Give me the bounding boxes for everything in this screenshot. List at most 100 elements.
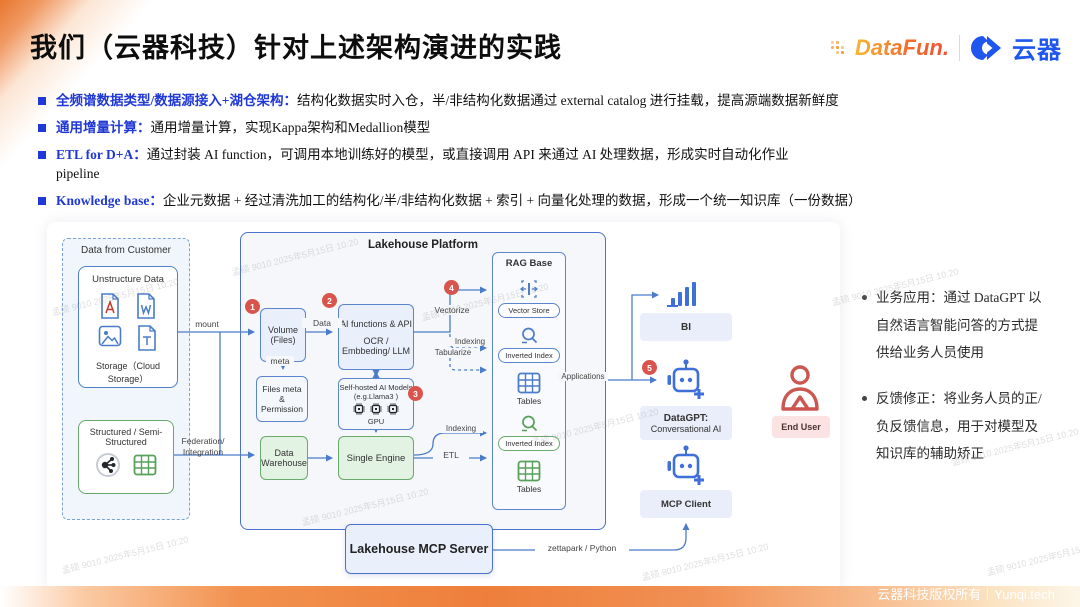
architecture-diagram: Data from Customer Lakehouse Platform	[47, 222, 840, 590]
storage-caption: Storage（Cloud Storage）	[95, 361, 161, 384]
self-hosted-line2: (e.g.Llama3 )	[353, 391, 399, 401]
yunqi-mark-icon	[971, 35, 1001, 60]
bi-chart-icon	[667, 282, 696, 307]
rag-base-title: RAG Base	[505, 258, 553, 269]
bullet-square-icon	[38, 150, 46, 159]
ai-functions-line3: Embbeding/ LLM	[341, 345, 411, 356]
zettapark-label: zettapark / Python	[535, 543, 629, 553]
unstructured-data-title: Unstructure Data	[92, 274, 164, 285]
single-engine-box: Single Engine	[338, 436, 414, 480]
bullet-square-icon	[38, 97, 46, 105]
lakehouse-platform-title: Lakehouse Platform	[368, 239, 478, 251]
datafun-dots-icon	[830, 41, 844, 54]
files-meta-box: Files meta & Permission	[256, 376, 308, 422]
notes-sidebar: 业务应用：通过 DataGPT 以自然语言智能问答的方式提供给业务人员使用 反馈…	[862, 284, 1042, 486]
end-user-icon	[781, 365, 819, 411]
ai-functions-box: AI functions & API OCR / Embbeding/ LLM	[338, 304, 414, 370]
vectorize-label: Vectorize	[429, 305, 475, 315]
unstructured-data-box: Unstructure Data Storage（Cloud Storage）	[78, 266, 178, 388]
share-network-icon	[96, 453, 120, 477]
bullet-item: 通用增量计算：通用增量计算，实现Kappa架构和Medallion模型	[38, 119, 1054, 138]
customer-group-title: Data from Customer	[80, 245, 172, 256]
page-title: 我们（云器科技）针对上述架构演进的实践	[30, 33, 562, 63]
inverted-index-pill: Inverted Index	[498, 436, 560, 451]
green-table-icon	[133, 454, 157, 476]
datafun-logo: DataFun.	[854, 34, 949, 60]
bullet-square-icon	[38, 196, 46, 205]
note-text: 业务应用：通过 DataGPT 以自然语言智能问答的方式提供给业务人员使用	[876, 290, 1042, 361]
federation-label: Federation/ Integration	[181, 436, 225, 457]
pdf-file-icon	[101, 293, 119, 319]
meta-label: meta	[266, 356, 294, 366]
data-label: Data	[302, 318, 342, 328]
datagpt-subtitle: Conversational AI	[650, 423, 722, 434]
inverted-index-icon	[522, 415, 538, 432]
copyright-footer: 云器科技版权所有｜Yunqi.tech	[877, 587, 1055, 602]
note-bullet-icon	[862, 396, 867, 402]
etl-label: ETL	[433, 450, 469, 460]
yunqi-logo: 云器	[1012, 37, 1062, 64]
logo-divider	[959, 34, 960, 61]
word-file-icon	[137, 293, 155, 319]
logo-group: DataFun. 云器	[830, 30, 1062, 65]
bottom-gradient-band	[0, 586, 1080, 607]
tables-icon	[517, 372, 541, 394]
bullet-item: ETL for D+A：通过封装 AI function，可调用本地训练好的模型…	[38, 146, 1054, 184]
data-warehouse-box: Data Warehouse	[260, 436, 308, 480]
tables-label: Tables	[516, 484, 542, 494]
indexing-label: Indexing	[449, 337, 491, 346]
vector-store-pill: Vector Store	[498, 303, 560, 318]
note-text: 反馈修正：将业务人员的正/负反馈信息，用于对模型及知识库的辅助矫正	[876, 391, 1042, 462]
inverted-index-pill: Inverted Index	[498, 348, 560, 363]
step-badge-5: 5	[642, 360, 657, 375]
lakehouse-mcp-server-box: Lakehouse MCP Server	[345, 524, 493, 574]
bullet-lead: ETL for D+A：	[56, 146, 147, 162]
tabularize-label: Tabularize	[429, 348, 477, 357]
note-bullet-icon	[862, 295, 867, 300]
mcp-client-box: MCP Client	[640, 490, 732, 518]
gpu-chip-icon	[353, 402, 365, 415]
applications-label: Applications	[558, 372, 608, 381]
bullet-item: 全频谱数据类型/数据源接入+湖仓架构：结构化数据实时入仓，半/非结构化数据通过 …	[38, 92, 1054, 111]
datagpt-robot-icon	[667, 359, 704, 399]
bullet-item: Knowledge base：企业元数据 + 经过清洗加工的结构化/半/非结构化…	[38, 192, 1054, 211]
bullet-body: 通过封装 AI function，可调用本地训练好的模型，或直接调用 API 来…	[146, 146, 789, 162]
inverted-index-icon	[522, 327, 538, 344]
mount-label: mount	[195, 319, 219, 329]
bullet-body-line2: pipeline	[56, 165, 100, 181]
datagpt-title: DataGPT:	[663, 412, 709, 424]
self-hosted-models-box: Self-hosted AI Models (e.g.Llama3 ) GPU	[338, 378, 414, 430]
image-file-icon	[98, 325, 122, 347]
bullet-lead: Knowledge base：	[56, 192, 163, 208]
bullet-body: 企业元数据 + 经过清洗加工的结构化/半/非结构化数据 + 索引 + 向量化处理…	[162, 192, 862, 208]
volume-files-box: Volume (Files)	[260, 308, 306, 362]
step-badge-4: 4	[444, 280, 459, 295]
step-badge-1: 1	[245, 299, 260, 314]
bi-box: BI	[640, 313, 732, 341]
text-file-icon	[138, 325, 156, 351]
vector-store-icon	[519, 280, 539, 298]
tables-label: Tables	[516, 396, 542, 406]
bullet-square-icon	[38, 123, 46, 132]
step-badge-2: 2	[322, 293, 337, 308]
bullet-list: 全频谱数据类型/数据源接入+湖仓架构：结构化数据实时入仓，半/非结构化数据通过 …	[38, 92, 1054, 218]
note-item: 反馈修正：将业务人员的正/负反馈信息，用于对模型及知识库的辅助矫正	[862, 385, 1042, 468]
tables-icon	[517, 460, 541, 482]
rag-base-box: RAG Base Vector Store Inverted Index Tab…	[492, 252, 566, 510]
bullet-body: 通用增量计算，实现Kappa架构和Medallion模型	[150, 119, 431, 135]
end-user-badge: End User	[772, 416, 830, 438]
gpu-chip-icon	[370, 402, 382, 415]
bullet-body: 结构化数据实时入仓，半/非结构化数据通过 external catalog 进行…	[296, 93, 839, 108]
watermark-text: 孟硕 9010 2025年5月15日 10:20	[985, 536, 1080, 578]
mcp-robot-icon	[667, 445, 704, 485]
gpu-label: GPU	[367, 416, 385, 426]
structured-data-title: Structured / Semi-Structured	[89, 427, 163, 447]
bullet-lead: 全频谱数据类型/数据源接入+湖仓架构：	[56, 93, 297, 108]
datagpt-box: DataGPT: Conversational AI	[640, 406, 732, 440]
structured-data-box: Structured / Semi-Structured	[78, 420, 174, 494]
ai-functions-line2: OCR /	[363, 335, 389, 346]
gpu-chip-icon	[387, 402, 399, 415]
note-item: 业务应用：通过 DataGPT 以自然语言智能问答的方式提供给业务人员使用	[862, 284, 1042, 367]
ai-functions-line1: AI functions & API	[339, 318, 413, 329]
indexing-label: Indexing	[439, 424, 483, 433]
